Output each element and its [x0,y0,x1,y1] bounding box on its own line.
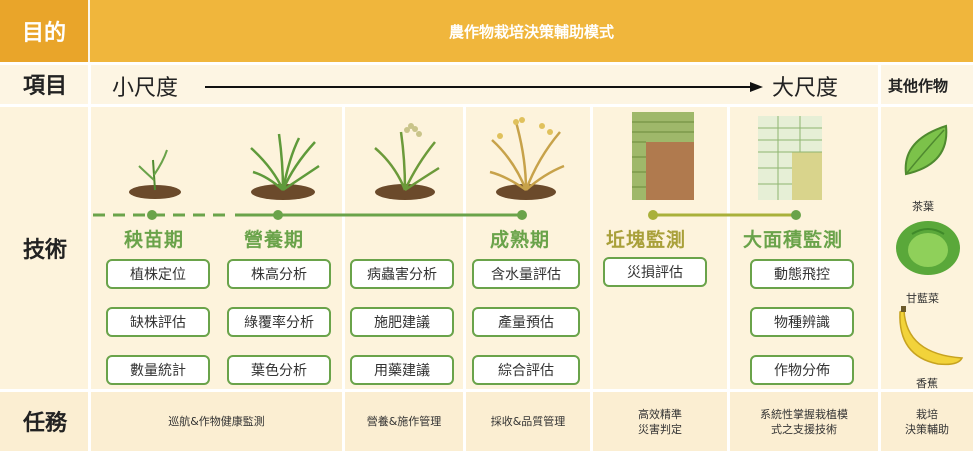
plot-field-image [632,112,694,200]
task-cell: 系統性掌握栽植模 式之支援技術 [760,407,848,436]
tech-pill: 數量統計 [106,355,210,385]
other-crops-label: 其他作物 [888,77,949,95]
stage-mature: 成熟期 [490,229,551,251]
task-cell: 巡航&作物健康監測 [168,415,265,428]
tech-pill: 作物分佈 [750,355,854,385]
tech-pill: 植株定位 [106,259,210,289]
small-scale-label: 小尺度 [112,76,179,101]
tech-pill: 物種辨識 [750,307,854,337]
banana-icon [899,306,964,366]
tech-pill: 株高分析 [227,259,331,289]
tech-pill: 綠覆率分析 [227,307,331,337]
column-separator [878,62,881,451]
row-separator [0,389,973,392]
diagram-title: 農作物栽培決策輔助模式 [448,22,614,41]
task-cell: 營養&施作管理 [366,415,442,428]
growth-timeline [93,210,801,220]
tech-pill: 含水量評估 [472,259,580,289]
tech-pill: 葉色分析 [227,355,331,385]
tech-pill: 綜合評估 [472,355,580,385]
tech-pill: 缺株評估 [106,307,210,337]
title-header-cell: 農作物栽培決策輔助模式 [90,0,973,62]
tech-pill: 用藥建議 [350,355,454,385]
column-separator [342,104,345,451]
column-separator [463,104,466,451]
tea-leaf-icon [904,124,948,176]
task-cell: 栽培 決策輔助 [905,407,949,436]
column-separator [590,104,593,451]
cabbage-icon [896,221,960,275]
mature-plant-icon [489,117,565,200]
stage-area-monitoring: 大面積監測 [743,229,844,251]
large-scale-label: 大尺度 [772,76,839,101]
stage-plot-monitoring: 坵塊監測 [606,229,687,251]
task-cell: 採收&品質管理 [490,415,566,428]
vegetative-plant-icon [250,133,320,200]
scale-row-label: 項目 [22,74,67,99]
scale-row-bg [0,62,973,106]
task-cell: 高效精準 災害判定 [638,407,682,436]
tech-pill: 動態飛控 [750,259,854,289]
row-separator [0,62,973,65]
seedling-plant-icon [129,149,181,199]
column-separator [727,104,730,451]
crop-label-cabbage: 甘藍菜 [906,292,939,305]
tech-pill: 災損評估 [603,257,707,287]
tech-pill: 產量預估 [472,307,580,337]
task-row-bg [0,390,973,451]
crop-label-tea: 茶葉 [912,200,934,213]
column-separator [88,62,91,451]
large-area-field-image [758,116,822,200]
tech-pill: 施肥建議 [350,307,454,337]
crop-label-banana: 香蕉 [916,377,938,390]
stage-nutrition: 營養期 [244,229,305,251]
tech-pill: 病蟲害分析 [350,259,454,289]
heading-plant-icon [374,123,440,200]
goal-header-cell: 目的 [0,0,88,62]
task-row-label: 任務 [22,410,67,436]
row-separator [0,104,973,107]
stage-seedling: 秧苗期 [124,229,185,251]
goal-label: 目的 [21,21,66,46]
scale-arrow [205,82,763,92]
tech-row-label: 技術 [22,238,67,263]
